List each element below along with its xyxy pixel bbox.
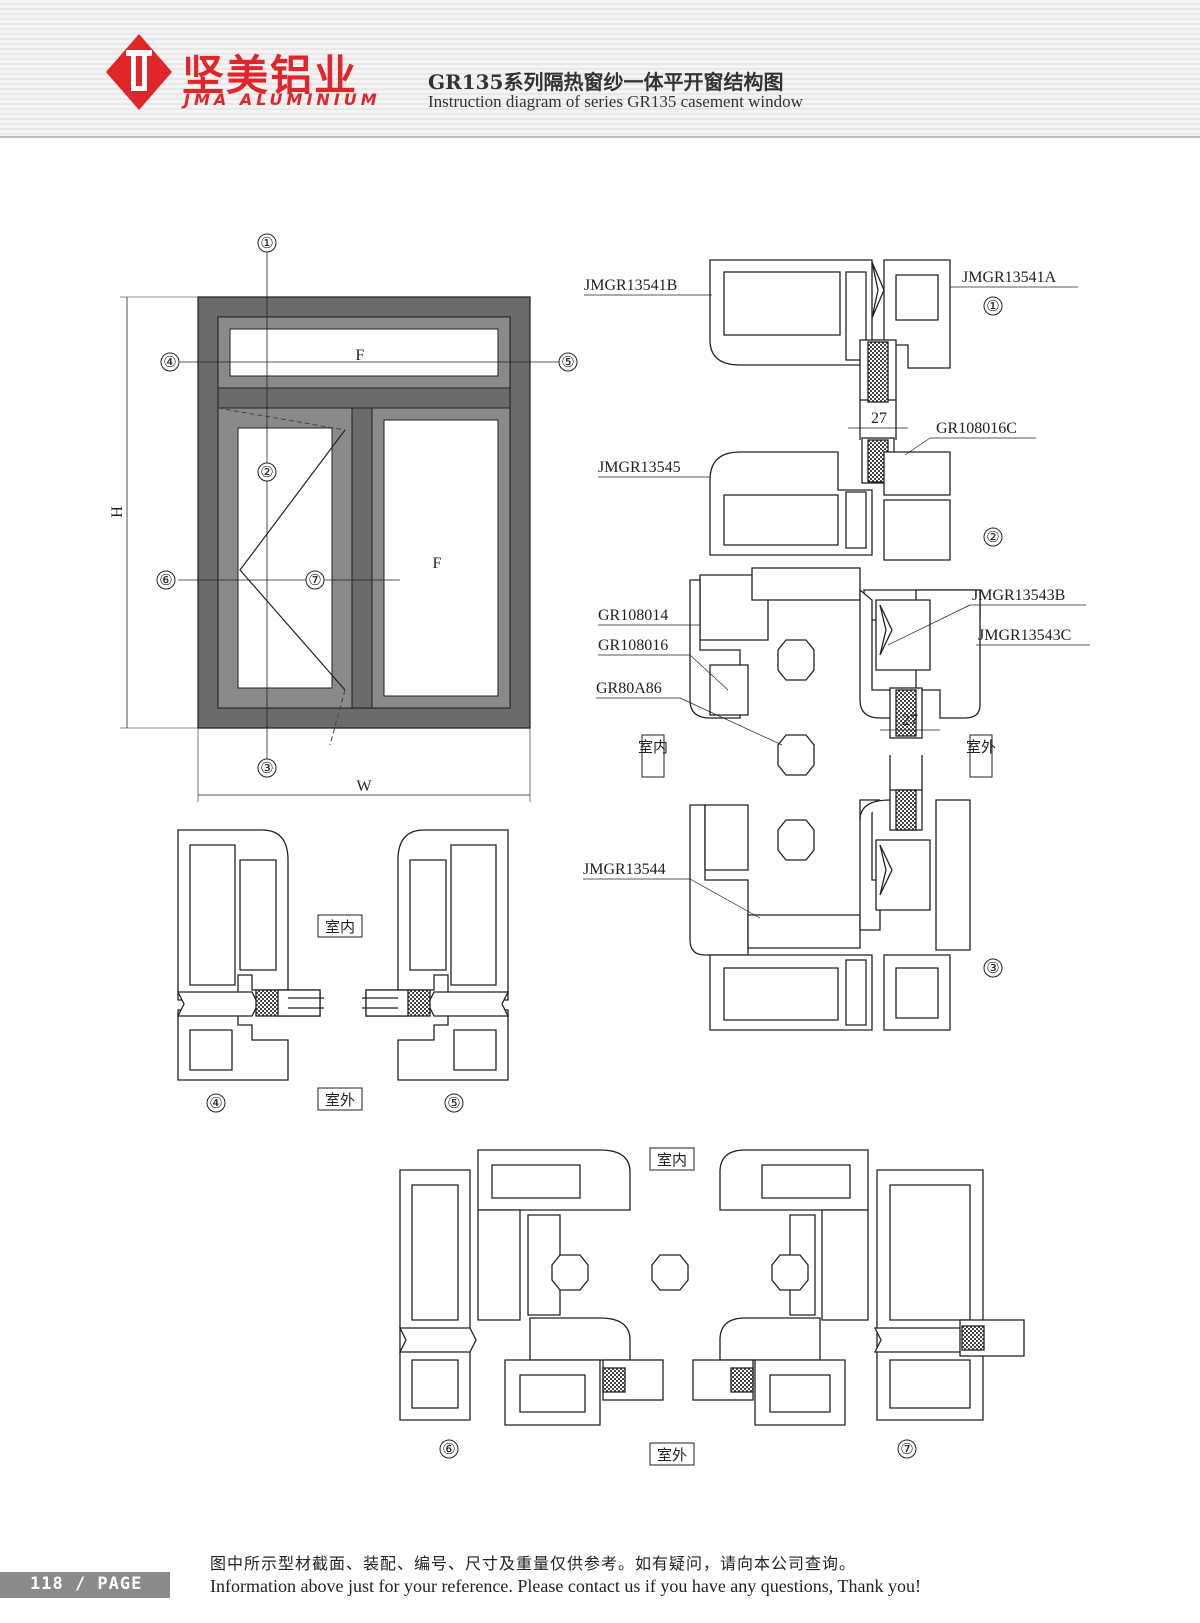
svg-text:JMGR13541B: JMGR13541B bbox=[584, 277, 677, 294]
part-label-gr80a86: GR80A86 bbox=[596, 680, 783, 746]
part-label-jmgr13544: JMGR13544 bbox=[583, 861, 761, 919]
svg-text:GR108016: GR108016 bbox=[598, 637, 668, 654]
svg-text:JMGR13545: JMGR13545 bbox=[598, 459, 681, 476]
svg-text:⑥: ⑥ bbox=[442, 1442, 455, 1458]
section-marker-1: ① bbox=[257, 233, 277, 253]
section-3-sill bbox=[689, 799, 971, 1031]
part-label-jmgr13541b: JMGR13541B bbox=[584, 277, 712, 296]
svg-text:②: ② bbox=[260, 465, 273, 481]
svg-text:①: ① bbox=[986, 299, 999, 315]
page-number-badge bbox=[0, 1572, 170, 1598]
glass-gap-dimension-mid: 27 bbox=[880, 712, 940, 731]
part-label-jmgr13545: JMGR13545 bbox=[598, 459, 710, 478]
footer-note-cn: 图中所示型材截面、装配、编号、尺寸及重量仅供参考。如有疑问，请向本公司查询。 bbox=[210, 1554, 857, 1573]
section-marker-7: ⑦ bbox=[305, 570, 325, 590]
svg-text:⑤: ⑤ bbox=[447, 1096, 460, 1112]
width-dimension-label: W bbox=[356, 778, 372, 795]
header-band bbox=[0, 0, 1200, 138]
section-2-marker: ② bbox=[983, 527, 1003, 547]
section-marker-6: ⑥ bbox=[156, 570, 176, 590]
svg-text:室外: 室外 bbox=[325, 1091, 355, 1109]
svg-text:GR108014: GR108014 bbox=[598, 607, 668, 624]
svg-text:JMGR13544: JMGR13544 bbox=[583, 861, 666, 878]
svg-text:GR108016C: GR108016C bbox=[936, 420, 1017, 437]
brand-name-cn: 坚美铝业 bbox=[182, 51, 359, 100]
section-4-jamb bbox=[176, 829, 324, 1081]
window-elevation: F F ① ② ③ ④ ⑤ ⑥ ⑦ H W bbox=[109, 233, 578, 802]
svg-text:室内: 室内 bbox=[638, 738, 668, 756]
part-label-gr108014: GR108014 bbox=[598, 607, 700, 626]
jma-logo-icon bbox=[106, 34, 172, 110]
indoor-label-67: 室内 bbox=[649, 1147, 695, 1171]
section-marker-5: ⑤ bbox=[558, 352, 578, 372]
svg-text:室内: 室内 bbox=[657, 1151, 687, 1169]
indoor-label-45: 室内 bbox=[317, 914, 363, 938]
svg-text:27: 27 bbox=[871, 410, 887, 427]
section-1-head bbox=[709, 259, 951, 440]
section-7-mullion bbox=[651, 1149, 1025, 1426]
svg-text:④: ④ bbox=[209, 1096, 222, 1112]
section-5-marker: ⑤ bbox=[444, 1093, 464, 1113]
part-label-jmgr13541a: JMGR13541A bbox=[950, 269, 1078, 288]
svg-text:⑦: ⑦ bbox=[900, 1442, 913, 1458]
outdoor-label-right: 室外 bbox=[966, 734, 996, 778]
section-2-transom bbox=[689, 437, 981, 739]
page-number: 118 / PAGE bbox=[30, 1574, 143, 1594]
section-5-jamb bbox=[362, 829, 510, 1081]
indoor-label-right: 室内 bbox=[638, 734, 668, 778]
section-6-marker: ⑥ bbox=[439, 1439, 459, 1459]
height-dimension-label: H bbox=[109, 506, 126, 518]
fixed-pane-label-right: F bbox=[433, 555, 442, 572]
svg-text:JMGR13541A: JMGR13541A bbox=[962, 269, 1057, 286]
svg-text:②: ② bbox=[986, 530, 999, 546]
section-7-marker: ⑦ bbox=[897, 1439, 917, 1459]
svg-text:③: ③ bbox=[986, 961, 999, 977]
svg-text:⑦: ⑦ bbox=[308, 573, 321, 589]
section-4-marker: ④ bbox=[206, 1093, 226, 1113]
brand-name-en: JMA ALUMINIUM bbox=[184, 90, 381, 109]
svg-text:JMGR13543C: JMGR13543C bbox=[978, 627, 1071, 644]
svg-text:27: 27 bbox=[902, 712, 918, 729]
svg-text:室外: 室外 bbox=[657, 1446, 687, 1464]
header-rule bbox=[0, 136, 1200, 138]
svg-text:④: ④ bbox=[163, 355, 176, 371]
svg-text:⑥: ⑥ bbox=[159, 573, 172, 589]
page-title-en: Instruction diagram of series GR135 case… bbox=[428, 92, 803, 111]
part-label-gr108016: GR108016 bbox=[598, 637, 729, 691]
svg-text:GR80A86: GR80A86 bbox=[596, 680, 662, 697]
outdoor-label-67: 室外 bbox=[649, 1442, 695, 1466]
svg-text:③: ③ bbox=[260, 761, 273, 777]
page-title-cn: GR135系列隔热窗纱一体平开窗结构图 bbox=[428, 70, 784, 94]
svg-text:室内: 室内 bbox=[325, 918, 355, 936]
section-marker-4: ④ bbox=[160, 352, 180, 372]
footer-note-en: Information above just for your referenc… bbox=[210, 1576, 921, 1596]
glass-sill-center bbox=[777, 734, 923, 861]
section-marker-2: ② bbox=[257, 462, 277, 482]
part-label-jmgr13543b: JMGR13543B bbox=[887, 587, 1086, 646]
svg-text:①: ① bbox=[260, 236, 273, 252]
part-label-gr108016c: GR108016C bbox=[904, 420, 1036, 456]
fixed-pane-label-top: F bbox=[356, 347, 365, 364]
part-label-jmgr13543c: JMGR13543C bbox=[976, 627, 1090, 646]
svg-text:室外: 室外 bbox=[966, 738, 996, 756]
svg-text:JMGR13543B: JMGR13543B bbox=[972, 587, 1065, 604]
section-marker-3: ③ bbox=[257, 758, 277, 778]
section-6-mullion bbox=[398, 1149, 664, 1426]
structure-diagram: F F ① ② ③ ④ ⑤ ⑥ ⑦ H W ④ bbox=[109, 233, 1090, 1466]
svg-text:⑤: ⑤ bbox=[561, 355, 574, 371]
section-1-marker: ① bbox=[983, 296, 1003, 316]
section-3-marker: ③ bbox=[983, 958, 1003, 978]
glass-gap-dimension-top: 27 bbox=[848, 410, 908, 429]
outdoor-label-45: 室外 bbox=[317, 1087, 363, 1111]
